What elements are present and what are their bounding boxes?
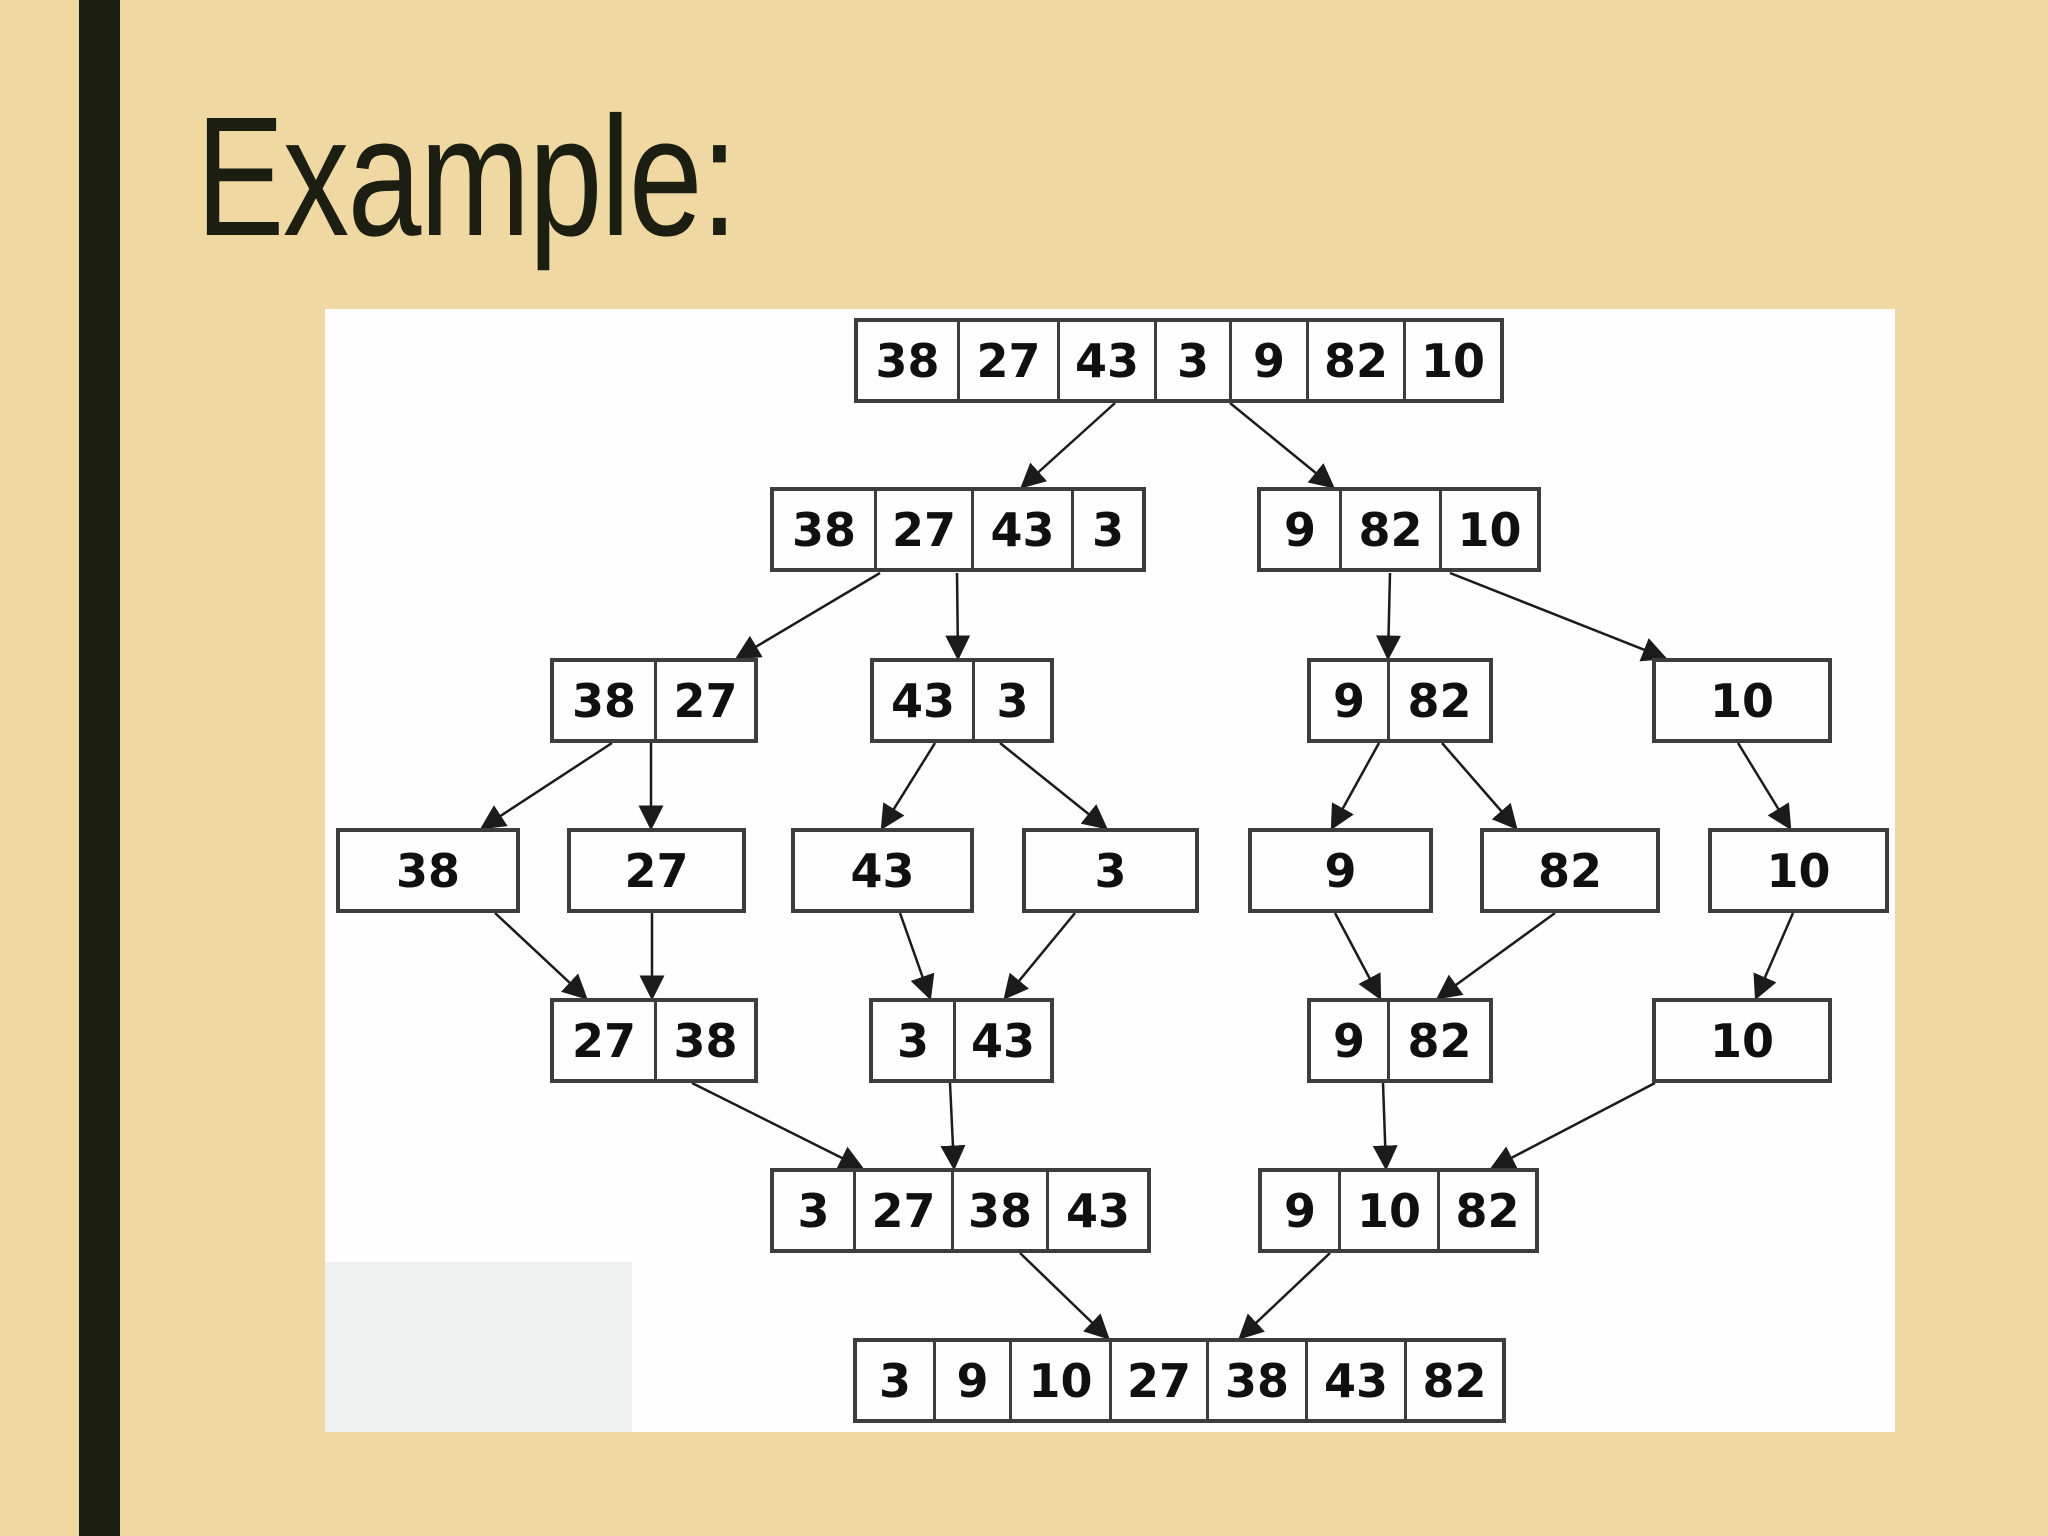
array-cell-sorted-27: 27 xyxy=(1109,1342,1206,1419)
array-cell-split-ll-38: 38 xyxy=(571,673,636,728)
array-cell-leaf-10-10: 10 xyxy=(1766,843,1831,898)
array-cell-merge2-left-43: 43 xyxy=(1046,1172,1147,1249)
array-cell-unsorted-9: 9 xyxy=(1229,322,1306,399)
array-cell-unsorted-82: 82 xyxy=(1306,322,1403,399)
array-node-merge1-rr: 10 xyxy=(1652,998,1832,1083)
left-accent-bar xyxy=(79,0,120,1536)
array-cell-leaf-82-82: 82 xyxy=(1537,843,1602,898)
array-cell-merge1-lr-3: 3 xyxy=(896,1013,929,1068)
array-cell-merge1-rl-82: 82 xyxy=(1387,1002,1489,1079)
array-cell-merge2-right-82: 82 xyxy=(1437,1172,1535,1249)
array-cell-unsorted-43: 43 xyxy=(1057,322,1154,399)
array-node-merge1-ll: 27 38 xyxy=(550,998,758,1083)
array-cell-unsorted-38: 38 xyxy=(875,333,940,388)
array-cell-split-lr-3: 3 xyxy=(972,662,1050,739)
array-node-leaf-38: 38 xyxy=(336,828,520,913)
array-node-split-lr: 43 3 xyxy=(870,658,1054,743)
array-cell-sorted-82: 82 xyxy=(1404,1342,1502,1419)
array-cell-leaf-38-38: 38 xyxy=(395,843,460,898)
array-cell-merge2-right-9: 9 xyxy=(1283,1183,1316,1238)
array-node-split-ll: 38 27 xyxy=(550,658,758,743)
array-node-leaf-82: 82 xyxy=(1480,828,1660,913)
array-node-leaf-43: 43 xyxy=(791,828,974,913)
array-cell-split-left-3: 3 xyxy=(1071,491,1142,568)
slide-title: Example: xyxy=(196,82,738,272)
array-node-leaf-9: 9 xyxy=(1248,828,1433,913)
watermark-rect xyxy=(325,1262,632,1432)
array-cell-merge2-right-10: 10 xyxy=(1338,1172,1437,1249)
array-cell-merge2-left-38: 38 xyxy=(951,1172,1046,1249)
array-node-leaf-27: 27 xyxy=(567,828,746,913)
array-node-split-rl: 9 82 xyxy=(1307,658,1493,743)
array-cell-merge2-left-3: 3 xyxy=(797,1183,830,1238)
array-cell-split-right-9: 9 xyxy=(1283,502,1316,557)
array-cell-sorted-3: 3 xyxy=(878,1353,911,1408)
array-cell-merge1-rl-9: 9 xyxy=(1332,1013,1365,1068)
array-cell-split-left-43: 43 xyxy=(971,491,1071,568)
array-cell-split-right-82: 82 xyxy=(1339,491,1439,568)
array-cell-unsorted-27: 27 xyxy=(957,322,1057,399)
array-cell-sorted-43: 43 xyxy=(1305,1342,1404,1419)
array-cell-sorted-38: 38 xyxy=(1206,1342,1305,1419)
array-cell-merge2-left-27: 27 xyxy=(853,1172,951,1249)
array-cell-split-left-38: 38 xyxy=(791,502,856,557)
array-cell-unsorted-3: 3 xyxy=(1154,322,1229,399)
array-node-split-rr: 10 xyxy=(1652,658,1832,743)
array-cell-leaf-9-9: 9 xyxy=(1324,843,1357,898)
array-cell-split-rl-82: 82 xyxy=(1387,662,1489,739)
array-cell-split-rr-10: 10 xyxy=(1709,673,1774,728)
array-cell-split-rl-9: 9 xyxy=(1332,673,1365,728)
array-cell-split-left-27: 27 xyxy=(874,491,971,568)
array-cell-leaf-27-27: 27 xyxy=(624,843,689,898)
array-cell-unsorted-10: 10 xyxy=(1403,322,1500,399)
array-cell-leaf-43-43: 43 xyxy=(850,843,915,898)
array-node-merge1-rl: 9 82 xyxy=(1307,998,1493,1083)
array-cell-split-right-10: 10 xyxy=(1439,491,1537,568)
array-cell-leaf-3-3: 3 xyxy=(1094,843,1127,898)
array-cell-merge1-lr-43: 43 xyxy=(953,1002,1050,1079)
array-cell-split-lr-43: 43 xyxy=(890,673,955,728)
array-cell-split-ll-27: 27 xyxy=(654,662,754,739)
array-node-leaf-10: 10 xyxy=(1708,828,1889,913)
array-cell-merge1-ll-27: 27 xyxy=(571,1013,636,1068)
array-node-leaf-3: 3 xyxy=(1022,828,1199,913)
array-cell-merge1-rr-10: 10 xyxy=(1709,1013,1774,1068)
array-node-merge1-lr: 3 43 xyxy=(869,998,1054,1083)
array-cell-merge1-ll-38: 38 xyxy=(654,1002,754,1079)
array-cell-sorted-9: 9 xyxy=(933,1342,1009,1419)
array-cell-sorted-10: 10 xyxy=(1009,1342,1109,1419)
